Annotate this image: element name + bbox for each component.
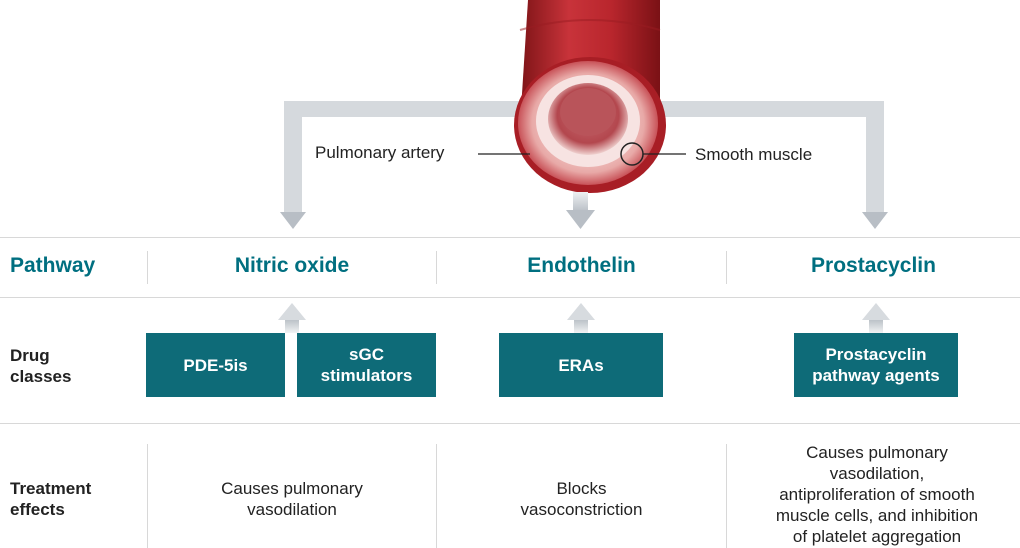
effect-line: muscle cells, and inhibition <box>775 506 979 525</box>
arrow-up-icon <box>567 303 595 320</box>
arrow-up-nitric-oxide <box>278 303 306 333</box>
column-separator <box>147 251 148 284</box>
effect-nitric-oxide: Causes pulmonary vasodilation <box>148 478 436 520</box>
drug-class-eras-label: ERAs <box>558 355 604 375</box>
smooth-muscle-label: Smooth muscle <box>695 145 813 164</box>
drug-class-eras: ERAs <box>499 333 663 397</box>
pathway-endothelin: Endothelin <box>527 254 636 277</box>
column-separator <box>726 444 727 548</box>
column-separator <box>147 444 148 548</box>
drug-class-prostacyclin-line1: Prostacyclin <box>825 345 927 364</box>
artery-illustration <box>514 0 666 193</box>
row-header-drug-classes-line2: classes <box>10 367 72 386</box>
drug-class-sgc-line1: sGC <box>349 345 384 364</box>
effect-line: vasodilation <box>247 500 337 519</box>
connector-prostacyclin <box>640 101 888 229</box>
effect-line: Causes pulmonary <box>221 479 363 498</box>
divider-drug-classes <box>0 423 1020 424</box>
divider-top <box>0 237 1020 238</box>
row-header-drug-classes: Drug classes <box>10 345 71 387</box>
row-header-treatment-effects-line1: Treatment <box>10 479 92 498</box>
arrow-up-icon <box>862 303 890 320</box>
divider-pathway <box>0 297 1020 298</box>
drug-class-pde5is: PDE-5is <box>146 333 285 397</box>
arrow-up-prostacyclin <box>862 303 890 333</box>
column-separator <box>436 444 437 548</box>
arrow-endothelin-down <box>566 192 595 229</box>
effect-prostacyclin: Causes pulmonary vasodilation, antiproli… <box>727 442 1020 547</box>
column-separator <box>726 251 727 284</box>
row-header-treatment-effects-line2: effects <box>10 500 65 519</box>
effect-line: vasoconstriction <box>520 500 643 519</box>
drug-class-prostacyclin-agents: Prostacyclin pathway agents <box>794 333 958 397</box>
effect-line: Causes pulmonary <box>806 443 948 462</box>
drug-class-sgc-stimulators: sGC stimulators <box>297 333 436 397</box>
arrow-down-icon <box>862 212 888 229</box>
effect-endothelin: Blocks vasoconstriction <box>437 478 726 520</box>
row-header-treatment-effects: Treatment effects <box>10 478 91 520</box>
column-separator <box>436 251 437 284</box>
arrow-down-icon <box>566 210 595 229</box>
effect-line: of platelet aggregation <box>792 527 962 546</box>
drug-class-prostacyclin-line2: pathway agents <box>812 366 940 385</box>
arrow-down-icon <box>280 212 306 229</box>
arrow-up-endothelin <box>567 303 595 333</box>
pathway-prostacyclin: Prostacyclin <box>811 254 936 277</box>
effect-line: antiproliferation of smooth <box>779 485 975 504</box>
pulmonary-artery-label: Pulmonary artery <box>315 143 445 162</box>
arrow-up-icon <box>278 303 306 320</box>
pathway-nitric-oxide: Nitric oxide <box>234 254 350 277</box>
drug-class-sgc-line2: stimulators <box>320 366 413 385</box>
row-header-pathway: Pathway <box>10 254 96 277</box>
effect-line: vasodilation, <box>829 464 925 483</box>
connector-nitric-oxide <box>280 101 520 229</box>
row-header-drug-classes-line1: Drug <box>10 346 50 365</box>
drug-class-pde5is-label: PDE-5is <box>183 355 248 375</box>
effect-line: Blocks <box>556 479 607 498</box>
